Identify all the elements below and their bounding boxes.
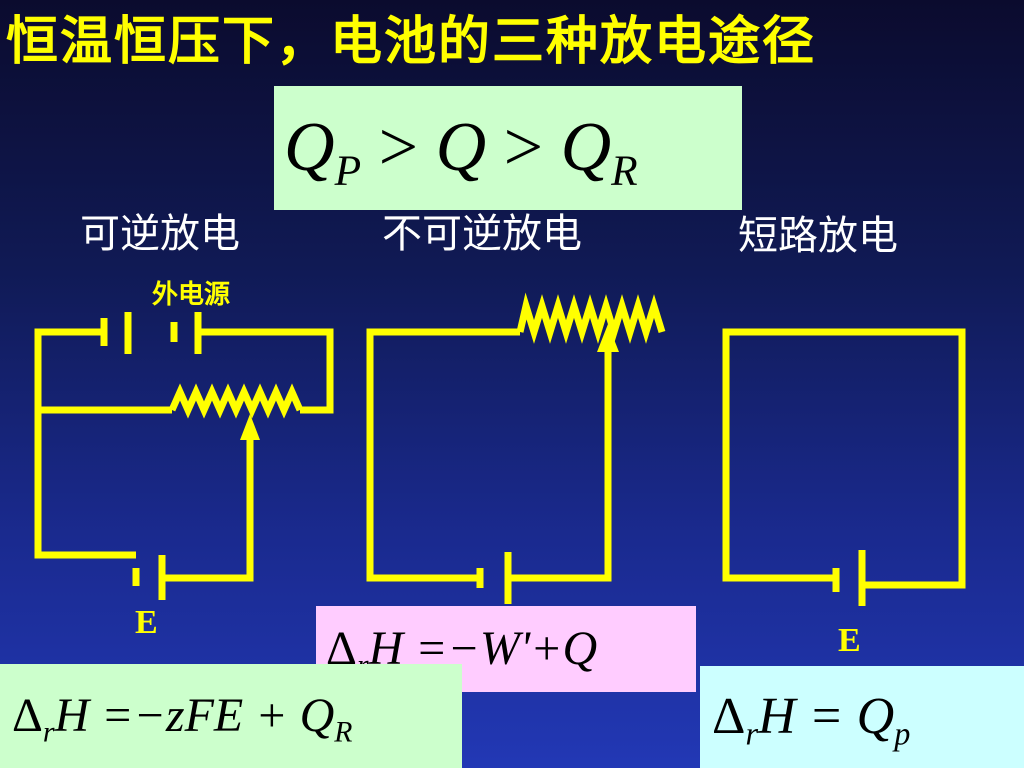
formula-rhs: =−zFE + Q [101,689,335,742]
short-circuit-enthalpy-formula: ΔrH = Qp [700,666,1024,768]
external-source-label: 外电源 [152,280,231,310]
subscript-r: R [611,147,638,196]
delta-symbol: Δ [12,689,43,742]
emf-label-right: E [838,622,861,659]
q-p-symbol: Q [284,109,335,186]
subscript-r: r [42,715,55,749]
subscript-p: P [334,147,362,196]
q-r-symbol: Q [560,109,612,186]
subscript-p: p [894,715,911,752]
q-symbol: Q [435,109,487,186]
circuit-diagrams [34,292,966,606]
arrow-head-1 [240,414,260,440]
subscript-r: r [745,715,758,752]
greater-than-2: > [503,109,544,186]
heading-reversible-discharge: 可逆放电 [80,211,240,257]
reversible-circuit [34,312,334,600]
enthalpy-symbol: H [758,688,796,745]
slide-title: 恒温恒压下，电池的三种放电途径 [6,12,817,72]
enthalpy-symbol: H [54,689,90,742]
greater-than-1: > [378,109,419,186]
slide: 恒温恒压下，电池的三种放电途径 QP > Q > QR 可逆放电 不可逆放电 短… [0,0,1024,768]
irreversible-circuit [366,292,666,604]
reversible-enthalpy-formula: ΔrH =−zFE + QR [0,664,462,768]
arrow-head-2 [597,324,619,352]
delta-symbol: Δ [712,688,746,745]
formula-rhs: = Q [808,688,895,745]
subscript-r-big: R [334,715,353,749]
emf-label-left: E [135,604,158,641]
heading-short-circuit-discharge: 短路放电 [738,213,898,259]
short-circuit [722,328,966,606]
heading-irreversible-discharge: 不可逆放电 [382,211,582,257]
heat-relation-formula: QP > Q > QR [274,86,742,210]
